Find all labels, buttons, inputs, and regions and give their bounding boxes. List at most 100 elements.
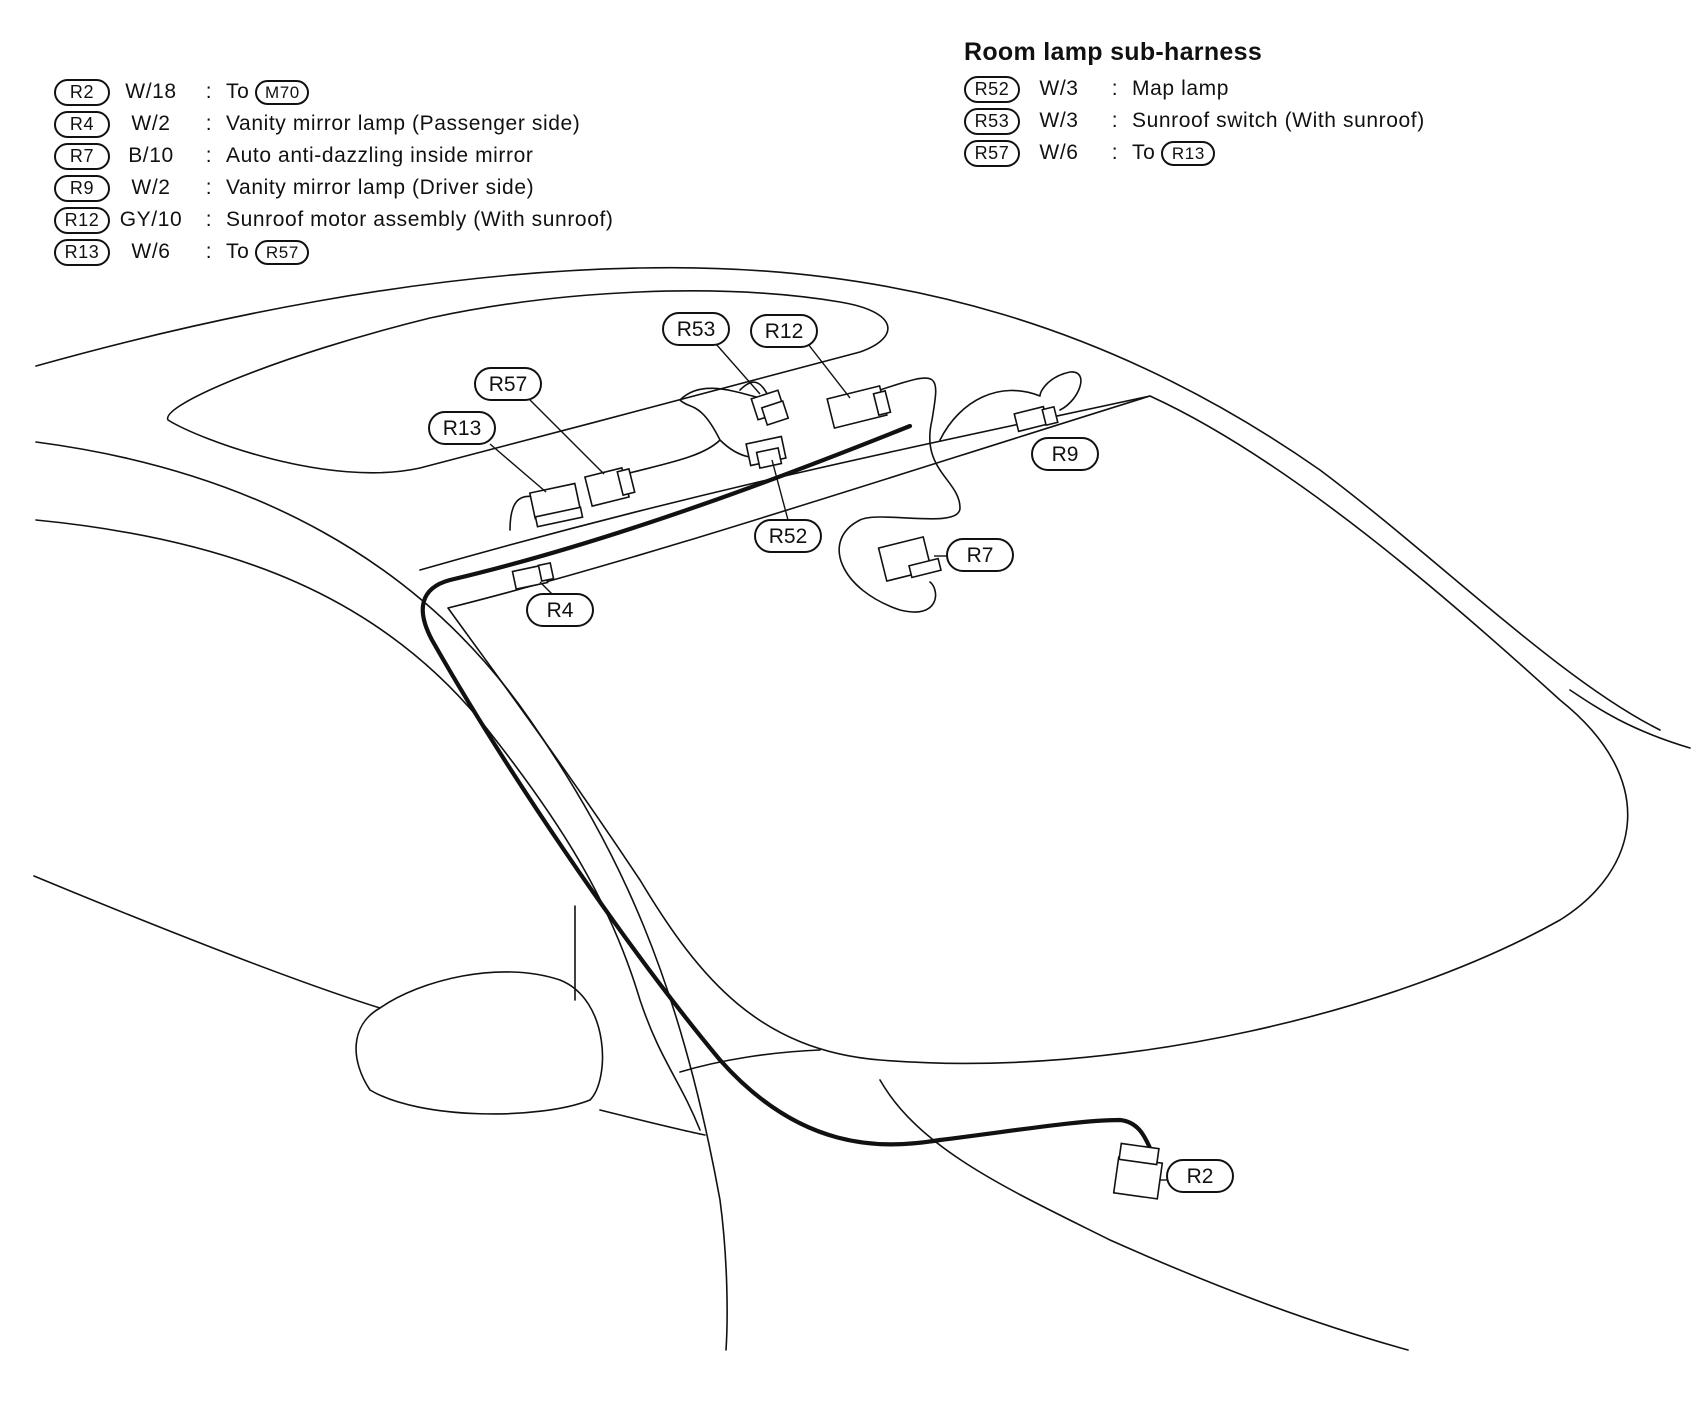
callout-frame bbox=[474, 367, 542, 401]
legend-row-r57: R57 W/6 : To R13 bbox=[964, 137, 1425, 169]
callout-label: R53 bbox=[677, 318, 716, 341]
connector-badge: R53 bbox=[964, 107, 1020, 135]
legend-row-r53: R53 W/3 : Sunroof switch (With sunroof) bbox=[964, 105, 1425, 137]
windshield-outline bbox=[447, 395, 1629, 1065]
connector-r52-body bbox=[745, 435, 787, 470]
callout-r4: R4 bbox=[526, 593, 594, 627]
callout-r52: R52 bbox=[754, 519, 822, 553]
callout-r53: R53 bbox=[662, 312, 730, 346]
mirror-wire bbox=[838, 377, 961, 613]
callout-frame bbox=[1166, 1159, 1234, 1193]
leader-r12 bbox=[807, 343, 851, 399]
a-pillar-outer bbox=[35, 441, 728, 1351]
connector-badge: R7 bbox=[54, 142, 110, 170]
connector-ref-badge: R57 bbox=[255, 239, 310, 265]
wire-code: W/3 bbox=[1039, 77, 1079, 100]
hood-line bbox=[879, 1079, 1409, 1351]
legend-description: To R13 bbox=[1132, 140, 1216, 166]
callout-label: R52 bbox=[769, 525, 808, 548]
wire-code: W/3 bbox=[1039, 109, 1079, 132]
callout-label: R2 bbox=[1187, 1165, 1214, 1188]
mirror-base-line bbox=[599, 1109, 706, 1136]
leader-r52 bbox=[771, 459, 789, 521]
connector-r53-body bbox=[750, 389, 790, 426]
roof-edge-line bbox=[1569, 689, 1691, 749]
connector-badge: R4 bbox=[54, 110, 110, 138]
legend-description: To M70 bbox=[226, 79, 310, 105]
legend-row-r9: R9 W/2 : Vanity mirror lamp (Driver side… bbox=[54, 172, 614, 204]
description-text: Vanity mirror lamp (Passenger side) bbox=[226, 112, 581, 135]
wire-code: W/6 bbox=[131, 240, 171, 263]
wire-code: W/2 bbox=[131, 112, 171, 135]
connector-badge: R13 bbox=[54, 238, 110, 266]
separator: : bbox=[205, 144, 213, 167]
description-text: To bbox=[1132, 141, 1156, 164]
sub-harness-legend: Room lamp sub-harness R52 W/3 : Map lamp… bbox=[964, 38, 1425, 169]
connector-r13-body bbox=[528, 482, 584, 528]
callout-label: R57 bbox=[489, 373, 528, 396]
leader-r13 bbox=[489, 443, 547, 493]
main-harness bbox=[420, 423, 1153, 1151]
callout-r2: R2 bbox=[1166, 1159, 1234, 1193]
callout-frame bbox=[946, 538, 1014, 572]
separator: : bbox=[1111, 109, 1119, 132]
side-mirror bbox=[355, 971, 604, 1115]
connector-r2-body bbox=[1112, 1142, 1164, 1200]
callout-frame bbox=[662, 312, 730, 346]
callout-label: R13 bbox=[443, 417, 482, 440]
sub-harness-title: Room lamp sub-harness bbox=[964, 38, 1263, 66]
description-text: Sunroof motor assembly (With sunroof) bbox=[226, 208, 614, 231]
callout-frame bbox=[754, 519, 822, 553]
sunroof-outline bbox=[167, 290, 889, 474]
description-text: Vanity mirror lamp (Driver side) bbox=[226, 176, 535, 199]
separator: : bbox=[205, 240, 213, 263]
separator: : bbox=[205, 80, 213, 103]
connector-r9-body bbox=[1013, 405, 1059, 433]
callout-label: R9 bbox=[1052, 443, 1079, 466]
wire-code: W/2 bbox=[131, 176, 171, 199]
callout-frame bbox=[750, 314, 818, 348]
description-text: To bbox=[226, 80, 250, 103]
driver-lamp-wire bbox=[939, 371, 1082, 441]
connector-ref-badge: M70 bbox=[255, 79, 310, 105]
separator: : bbox=[1111, 141, 1119, 164]
connector-badge: R9 bbox=[54, 174, 110, 202]
callout-r57: R57 bbox=[474, 367, 542, 401]
callout-label: R7 bbox=[967, 544, 994, 567]
connector-badge: R2 bbox=[54, 78, 110, 106]
connector-badge: R57 bbox=[964, 139, 1020, 167]
description-text: To bbox=[226, 240, 250, 263]
wire-code: B/10 bbox=[128, 144, 174, 167]
legend-description: To R57 bbox=[226, 239, 310, 265]
legend-row-r52: R52 W/3 : Map lamp bbox=[964, 73, 1425, 105]
description-text: Sunroof switch (With sunroof) bbox=[1132, 109, 1425, 132]
main-harness-legend: R2 W/18 : To M70 R4 W/2 : Vanity mirror … bbox=[54, 76, 614, 268]
separator: : bbox=[1111, 77, 1119, 100]
connector-r4-body bbox=[511, 561, 555, 591]
cowl-line bbox=[679, 1049, 821, 1073]
separator: : bbox=[205, 208, 213, 231]
callout-label: R4 bbox=[547, 599, 574, 622]
separator: : bbox=[205, 112, 213, 135]
callout-r9: R9 bbox=[1031, 437, 1099, 471]
legend-row-r13: R13 W/6 : To R57 bbox=[54, 236, 614, 268]
legend-row-r2: R2 W/18 : To M70 bbox=[54, 76, 614, 108]
leader-r53 bbox=[715, 343, 761, 395]
callout-frame bbox=[526, 593, 594, 627]
legend-row-r4: R4 W/2 : Vanity mirror lamp (Passenger s… bbox=[54, 108, 614, 140]
connector-badge: R52 bbox=[964, 75, 1020, 103]
a-pillar-inner bbox=[35, 519, 701, 1131]
connector-badge: R12 bbox=[54, 206, 110, 234]
connector-ref-badge: R13 bbox=[1161, 140, 1216, 166]
callout-frame bbox=[428, 411, 496, 445]
roof-outline bbox=[35, 266, 1661, 731]
description-text: Auto anti-dazzling inside mirror bbox=[226, 144, 534, 167]
separator: : bbox=[205, 176, 213, 199]
connector-r57-body bbox=[583, 466, 636, 508]
connector-r12-body bbox=[826, 384, 892, 430]
leader-r57 bbox=[529, 399, 605, 475]
legend-row-r12: R12 GY/10 : Sunroof motor assembly (With… bbox=[54, 204, 614, 236]
description-text: Map lamp bbox=[1132, 77, 1230, 100]
callout-label: R12 bbox=[765, 320, 804, 343]
wire-code: GY/10 bbox=[119, 208, 183, 231]
